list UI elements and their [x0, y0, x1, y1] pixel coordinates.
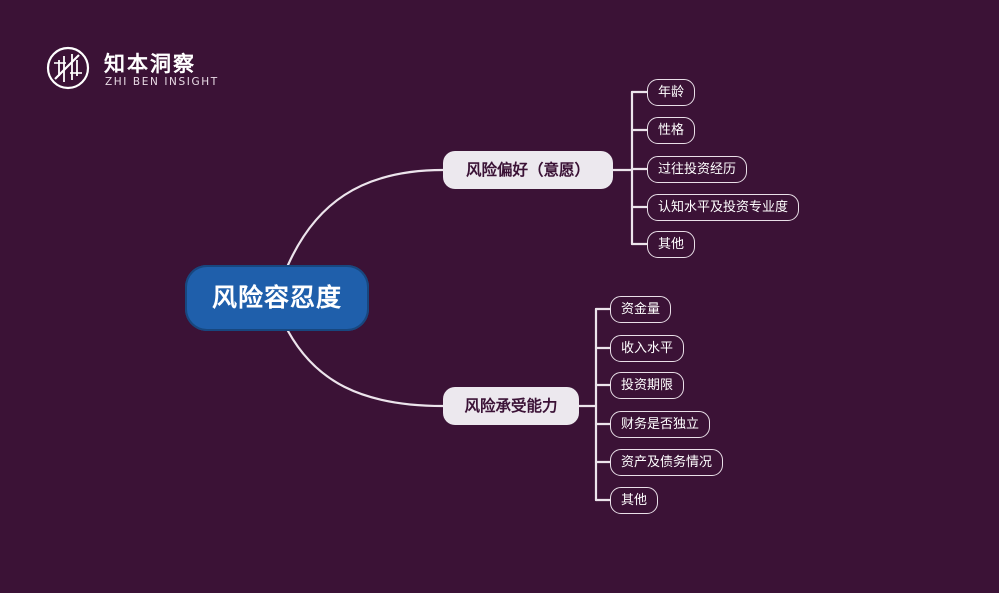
leaf-node: 收入水平 — [610, 335, 685, 362]
leaf-node: 其他 — [610, 487, 659, 514]
leaf-node: 性格 — [647, 117, 696, 144]
connector-root-branch-1 — [286, 168, 445, 267]
logo-name-cn: 知本洞察 — [104, 52, 196, 76]
leaf-node: 其他 — [647, 231, 696, 258]
leaf-node: 资产及债务情况 — [610, 449, 724, 476]
logo-name-en: ZHI BEN INSIGHT — [105, 76, 219, 88]
logo: 知本洞察 ZHI BEN INSIGHT — [46, 46, 246, 92]
connector-root-branch-2 — [286, 329, 445, 408]
leaf-node: 财务是否独立 — [610, 411, 711, 438]
branch-node-risk-preference: 风险偏好（意愿） — [443, 151, 613, 189]
leaf-node: 过往投资经历 — [647, 156, 748, 183]
leaf-node: 认知水平及投资专业度 — [647, 194, 800, 221]
logo-icon — [46, 46, 90, 90]
leaf-node: 投资期限 — [610, 372, 685, 399]
leaf-node: 年龄 — [647, 79, 696, 106]
branch-node-risk-capacity: 风险承受能力 — [443, 387, 579, 425]
leaf-node: 资金量 — [610, 296, 672, 323]
root-node: 风险容忍度 — [185, 265, 369, 331]
